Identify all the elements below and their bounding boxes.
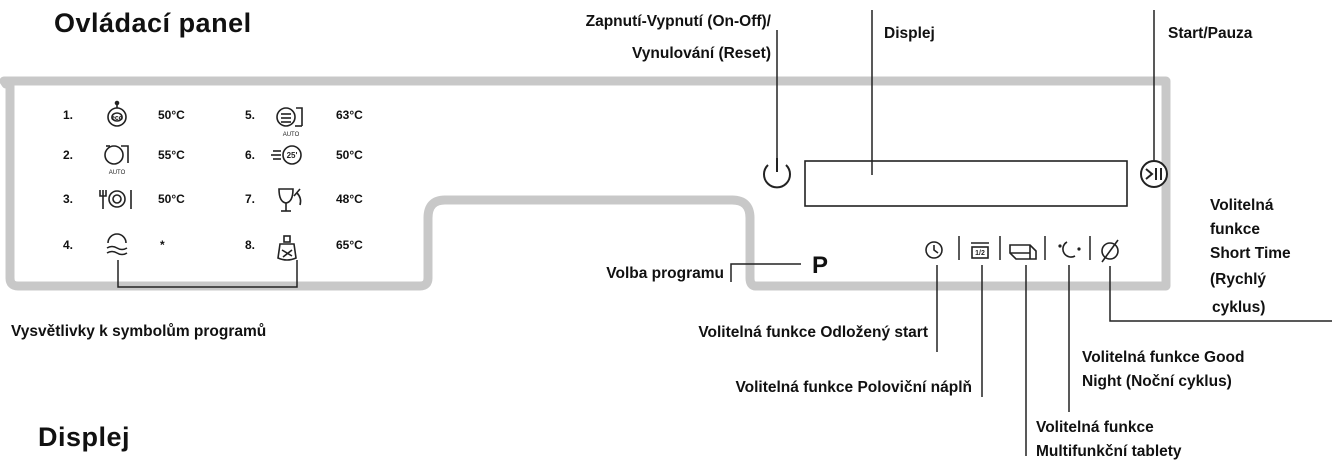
program-number: 2. <box>63 148 74 162</box>
program-number: 3. <box>63 192 74 206</box>
program-number: 4. <box>63 238 74 252</box>
delayed-start-label: Volitelná funkce Odložený start <box>698 324 928 341</box>
clock-icon <box>925 241 943 259</box>
short-time-label-1: Volitelná <box>1210 197 1274 214</box>
legend-label: Vysvětlivky k symbolům programů <box>11 323 267 340</box>
program-number: 8. <box>245 238 256 252</box>
program-pointer <box>730 263 801 282</box>
plate-cutlery-icon <box>99 190 132 209</box>
eco-icon <box>107 100 127 127</box>
program-key[interactable]: P <box>812 252 828 279</box>
start-pause-label: Start/Pauza <box>1168 25 1253 42</box>
program-temp: 48°C <box>336 192 363 206</box>
baby-bottle-icon <box>277 235 297 261</box>
short-time-pointer <box>1109 266 1332 322</box>
program-temp: 50°C <box>158 108 185 122</box>
glass-icon <box>278 188 302 212</box>
legend-bracket <box>117 260 298 288</box>
half-load-label: Volitelná funkce Poloviční náplň <box>735 379 972 396</box>
auto-pot-icon <box>104 145 129 165</box>
rapid-25-icon <box>271 145 302 165</box>
auto-label-2: AUTO <box>109 170 126 176</box>
half-load-text: 1/2 <box>975 250 985 257</box>
display-heading: Displej <box>38 422 131 452</box>
panel-outline <box>0 76 1171 291</box>
short-time-label-2: funkce <box>1210 221 1260 238</box>
moon-icon <box>1058 241 1081 258</box>
program-temp: 55°C <box>158 148 185 162</box>
prewash-icon <box>106 233 128 256</box>
eco-icon-text: eco <box>111 115 123 122</box>
half-load-icon <box>971 242 989 259</box>
good-night-label-2: Night (Noční cyklus) <box>1082 373 1232 390</box>
program-number: 5. <box>245 108 256 122</box>
short-time-label-5: cyklus) <box>1212 299 1266 316</box>
program-temp: * <box>160 238 165 252</box>
auto-label-5: AUTO <box>283 132 300 138</box>
on-off-label-line2: Vynulování (Reset) <box>632 45 771 62</box>
program-number: 6. <box>245 148 256 162</box>
good-night-label-1: Volitelná funkce Good <box>1082 349 1245 366</box>
program-number: 1. <box>63 108 74 122</box>
display-window <box>804 160 1128 207</box>
display-label: Displej <box>884 25 935 42</box>
control-panel-heading: Ovládací panel <box>54 8 252 38</box>
multi-tab-label-2: Multifunkční tablety <box>1036 443 1182 460</box>
on-off-label-line1: Zapnutí-Vypnutí (On-Off)/ <box>585 13 771 30</box>
program-temp: 50°C <box>336 148 363 162</box>
rapid-25-text: 25' <box>287 151 298 160</box>
short-time-label-4: (Rychlý <box>1210 271 1266 288</box>
auto-intensive-icon <box>276 107 303 127</box>
program-number: 7. <box>245 192 256 206</box>
on-off-button[interactable] <box>763 158 791 189</box>
program-temp: 50°C <box>158 192 185 206</box>
short-time-label-3: Short Time <box>1210 245 1291 262</box>
short-time-icon <box>1101 239 1119 263</box>
tablet-icon <box>1009 244 1037 260</box>
program-temp: 65°C <box>336 238 363 252</box>
program-select-label: Volba programu <box>606 265 724 282</box>
start-pause-button[interactable] <box>1140 160 1168 188</box>
program-temp: 63°C <box>336 108 363 122</box>
multi-tab-label-1: Volitelná funkce <box>1036 419 1154 436</box>
